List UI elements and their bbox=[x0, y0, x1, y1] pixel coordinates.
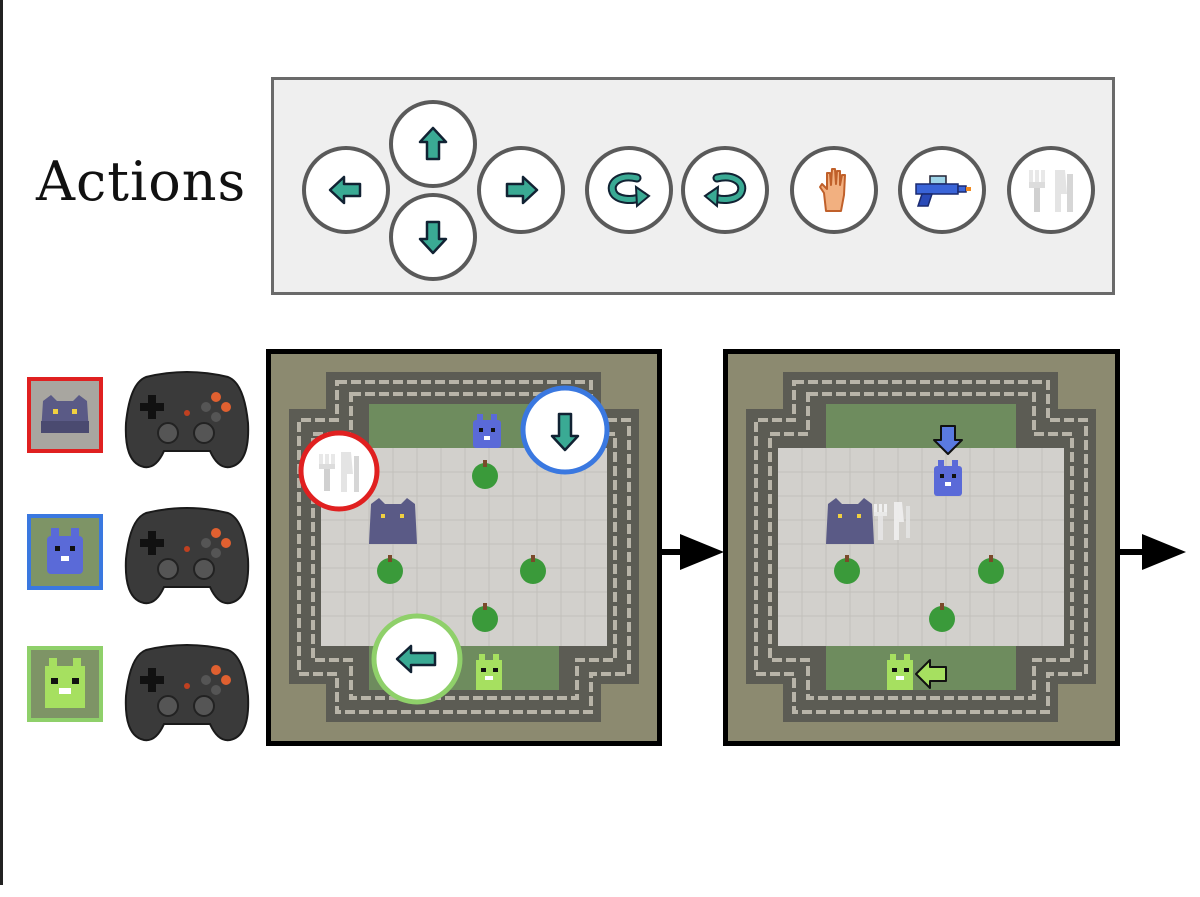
game-frame-step-1 bbox=[266, 349, 662, 746]
green-agent-sprite bbox=[45, 658, 85, 708]
apple-icon bbox=[472, 460, 498, 489]
agent-green-badge bbox=[27, 646, 103, 722]
rotate-left-icon bbox=[607, 172, 651, 209]
arrow-down-icon bbox=[933, 425, 963, 455]
purple-agent-sprite bbox=[369, 498, 417, 544]
agent-blue-badge bbox=[27, 514, 103, 590]
move-down-button[interactable] bbox=[389, 193, 477, 281]
blue-agent-sprite bbox=[473, 414, 501, 448]
turn-right-button[interactable] bbox=[681, 146, 769, 234]
purple-agent-sprite bbox=[826, 498, 874, 544]
hand-icon bbox=[819, 168, 846, 212]
arrow-down-icon bbox=[418, 220, 448, 255]
green-agent-sprite bbox=[887, 654, 913, 690]
blue-agent-sprite bbox=[47, 528, 83, 574]
zap-button[interactable] bbox=[898, 146, 986, 234]
apple-icon bbox=[377, 555, 403, 584]
game-map bbox=[271, 354, 657, 741]
gamepad-icon bbox=[124, 371, 250, 469]
apple-icon bbox=[472, 603, 498, 632]
move-right-button[interactable] bbox=[477, 146, 565, 234]
actions-title: Actions bbox=[36, 150, 247, 213]
arrow-left-icon bbox=[915, 659, 947, 689]
game-frame-step-2 bbox=[723, 349, 1120, 746]
fork-knife-icon bbox=[874, 502, 910, 540]
apple-icon bbox=[520, 555, 546, 584]
rotate-right-icon bbox=[703, 172, 747, 209]
fork-knife-icon bbox=[1029, 170, 1073, 212]
arrow-right-icon bbox=[660, 534, 724, 570]
water-gun-icon bbox=[915, 175, 971, 207]
gamepad-icon bbox=[124, 644, 250, 742]
blue-agent-sprite bbox=[934, 460, 962, 496]
interact-button[interactable] bbox=[790, 146, 878, 234]
move-left-action-badge bbox=[371, 613, 463, 705]
eat-button[interactable] bbox=[1007, 146, 1095, 234]
arrow-up-icon bbox=[418, 126, 448, 161]
gamepad-icon bbox=[124, 507, 250, 605]
apple-icon bbox=[978, 555, 1004, 584]
agent-purple-badge bbox=[27, 377, 103, 453]
eat-action-badge bbox=[298, 430, 380, 512]
turn-left-button[interactable] bbox=[585, 146, 673, 234]
purple-agent-sprite bbox=[41, 395, 89, 433]
move-up-button[interactable] bbox=[389, 100, 477, 188]
move-left-button[interactable] bbox=[302, 146, 390, 234]
move-down-action-badge bbox=[520, 385, 610, 475]
green-agent-sprite bbox=[476, 654, 502, 690]
left-border-line bbox=[0, 0, 3, 885]
arrow-right-icon bbox=[505, 175, 539, 205]
arrow-right-icon bbox=[1118, 534, 1186, 570]
apple-icon bbox=[834, 555, 860, 584]
apple-icon bbox=[929, 603, 955, 632]
arrow-left-icon bbox=[328, 175, 362, 205]
game-map bbox=[728, 354, 1115, 741]
